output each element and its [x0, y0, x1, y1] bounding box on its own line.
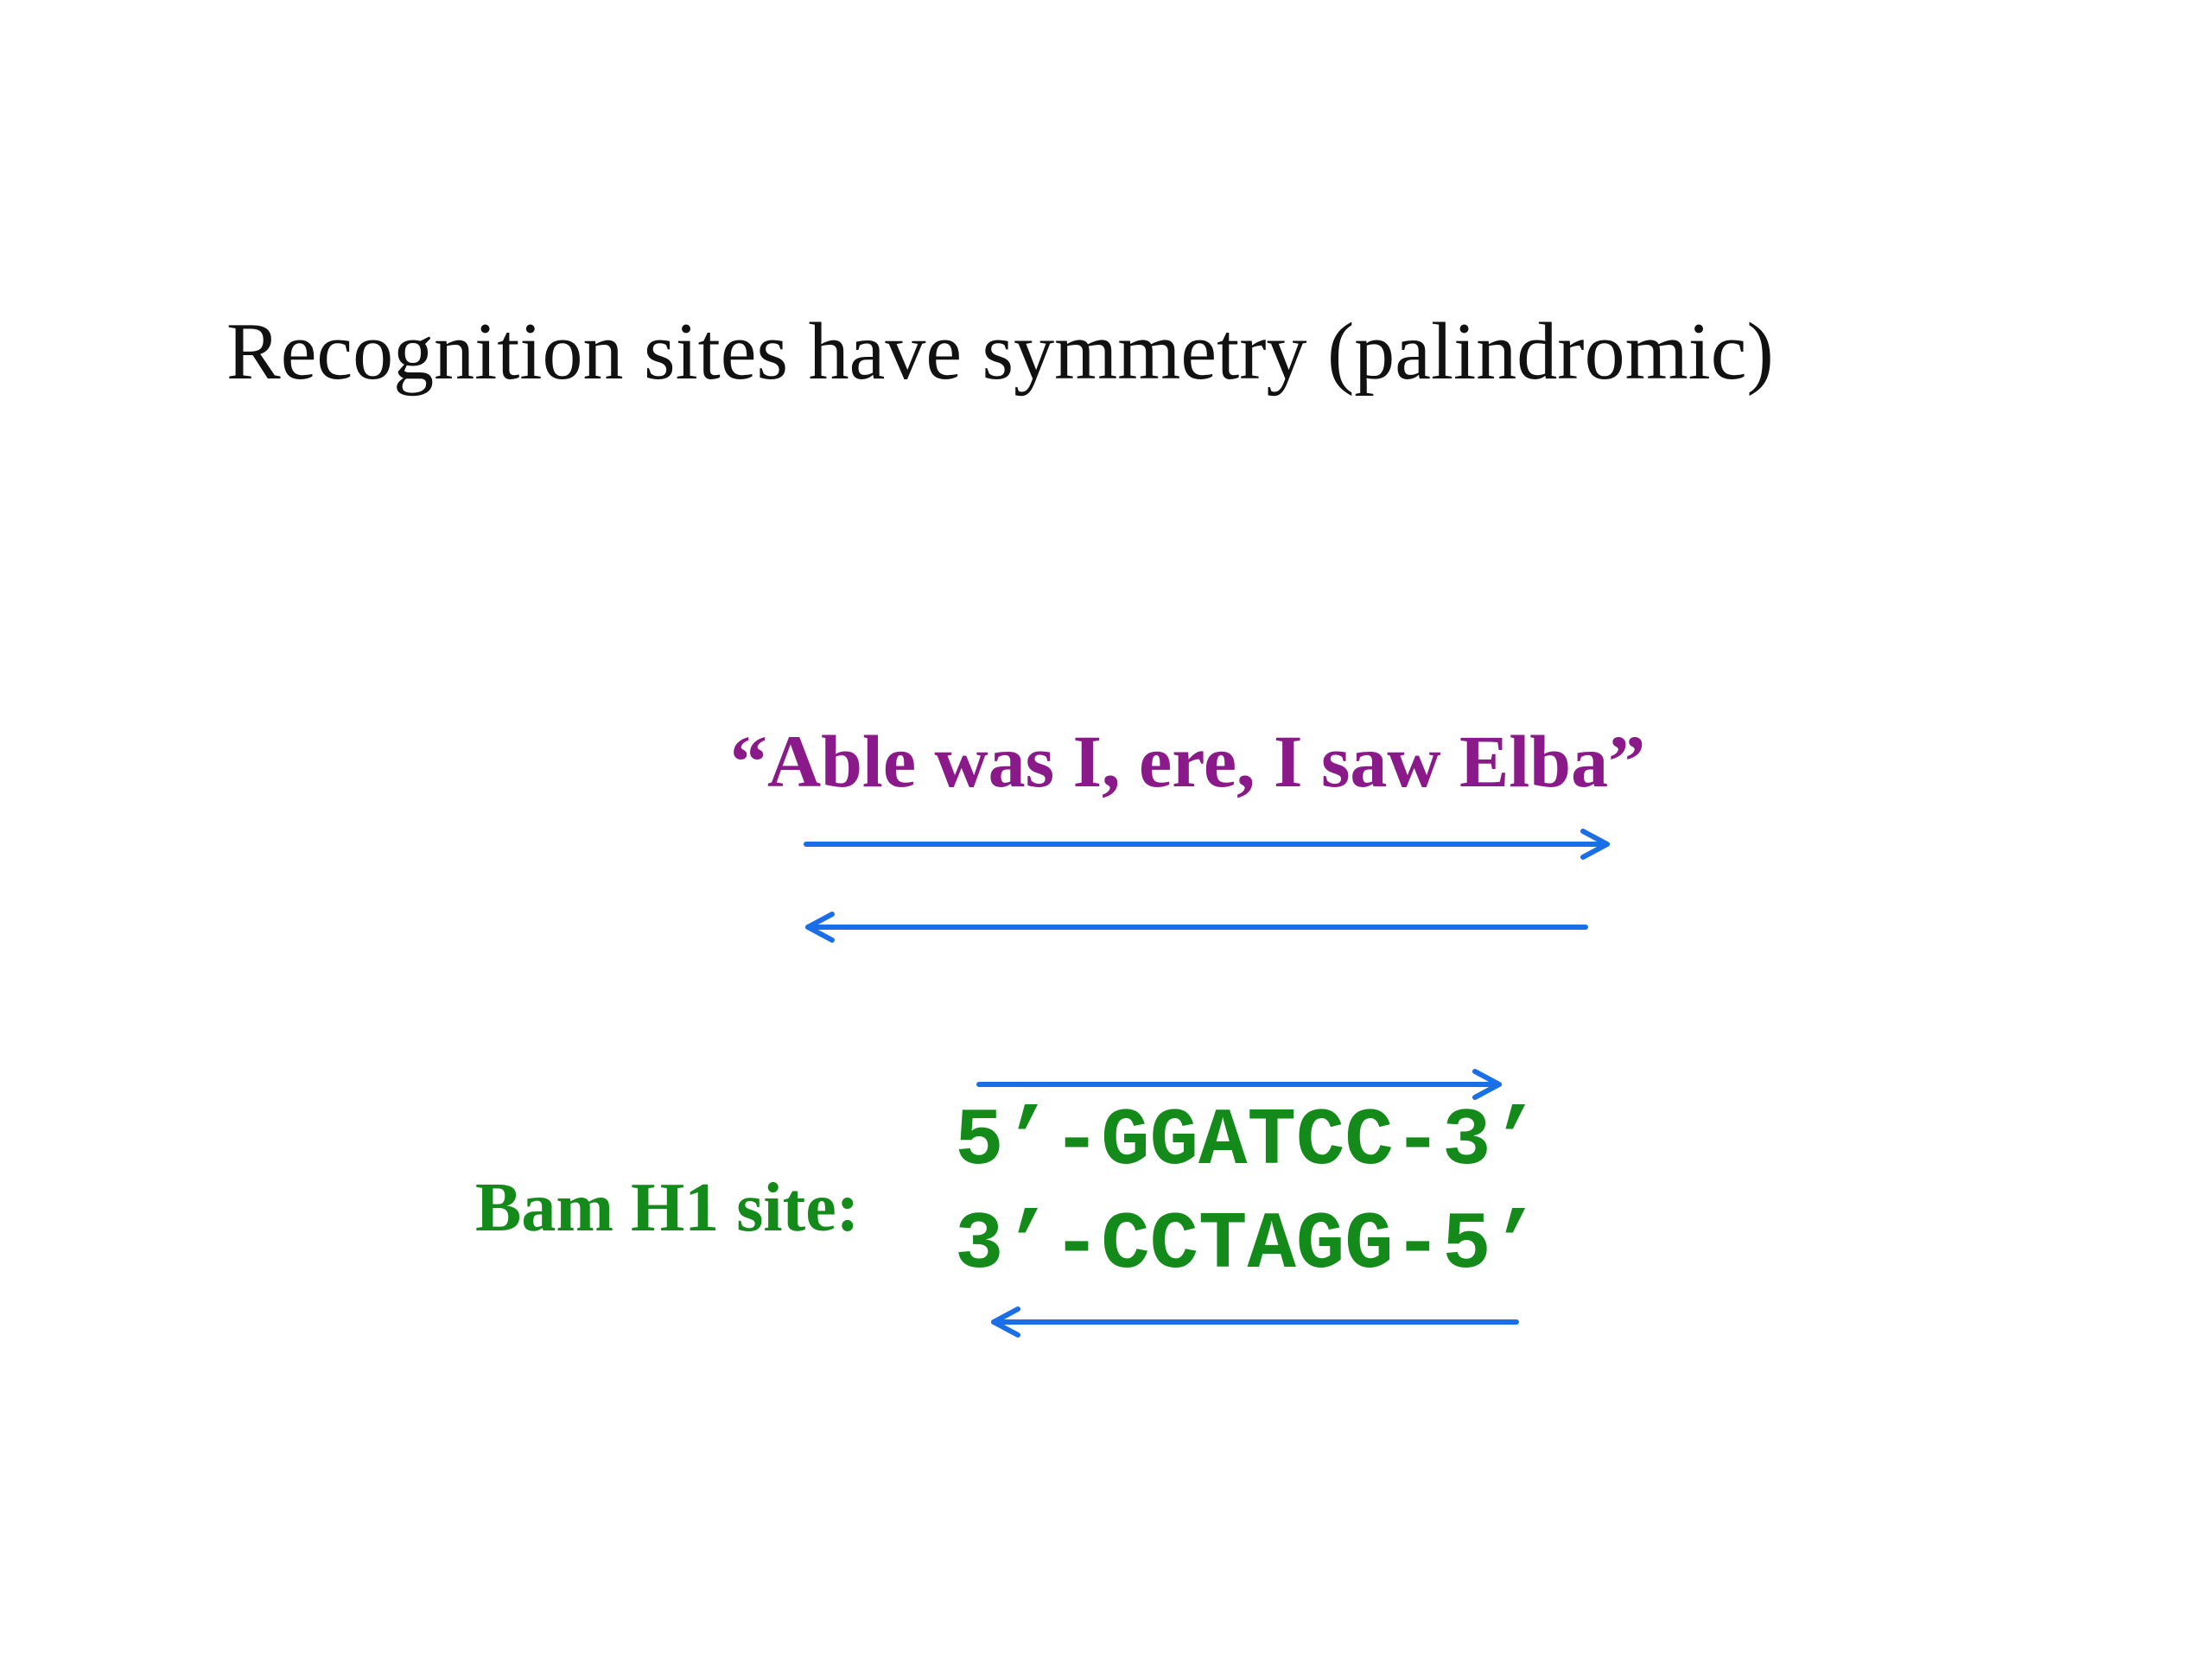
quote-reverse-arrow-head	[805, 912, 835, 943]
dna-top-strand: 5’-GGATCC-3’	[955, 1096, 1540, 1188]
top-strand-arrow	[976, 1069, 1502, 1100]
quote-forward-arrow-head	[1580, 829, 1610, 860]
slide-title: Recognition sites have symmetry (palindr…	[226, 307, 1774, 397]
bottom-strand-arrow-head	[991, 1306, 1020, 1338]
dna-bottom-strand: 3’-CCTAGG-5’	[955, 1200, 1540, 1292]
bottom-strand-arrow	[991, 1306, 1519, 1338]
bamh1-site-label: Bam H1 site:	[475, 1170, 860, 1246]
top-strand-arrow-head	[1472, 1069, 1502, 1100]
quote-reverse-arrow	[805, 912, 1588, 943]
quote-forward-arrow	[804, 829, 1610, 860]
palindrome-quote: “Able was I, ere, I saw Elba”	[730, 720, 1646, 803]
